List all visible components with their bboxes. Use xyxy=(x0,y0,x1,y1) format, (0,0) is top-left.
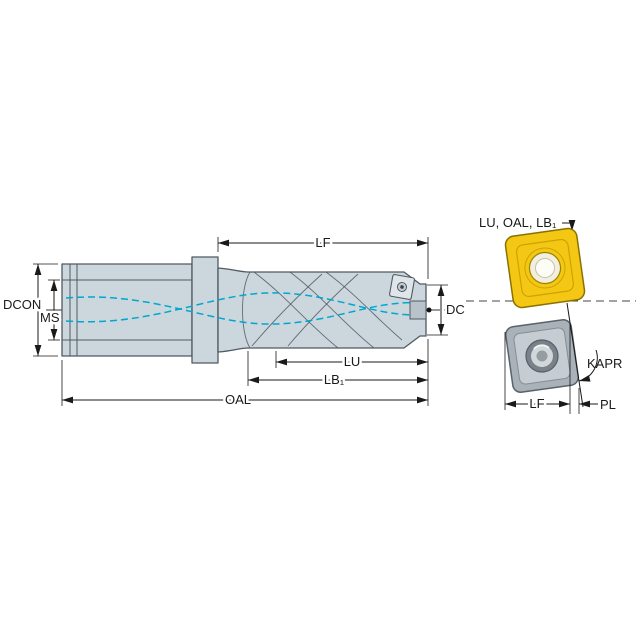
coolant-channels xyxy=(65,292,424,325)
dimension-lf-top: LF xyxy=(217,233,429,279)
insert-dims-note: LU, OAL, LB₁ xyxy=(479,215,557,230)
tip-center-dot xyxy=(426,307,432,313)
dimension-pl: PL xyxy=(578,388,616,414)
dimension-lb1: LB₁ xyxy=(247,351,428,390)
insert-bottom-gray xyxy=(505,319,579,393)
insert-dims-leader xyxy=(562,220,576,231)
kapr-edge-line xyxy=(566,302,584,408)
kapr-label: KAPR xyxy=(587,356,622,371)
dim-label-ms: MS xyxy=(40,310,60,325)
dimension-lu: LU xyxy=(275,339,429,406)
dimension-kapr: KAPR xyxy=(566,302,622,408)
dimension-oal: OAL xyxy=(61,360,428,410)
peripheral-insert-side xyxy=(389,274,415,300)
dim-label-lf: LF xyxy=(315,235,330,250)
dim-label-dcon: DCON xyxy=(3,297,41,312)
central-insert-side xyxy=(409,300,432,320)
flute-lines xyxy=(242,271,403,349)
dim-label-oal: OAL xyxy=(225,392,251,407)
dim-label-dc: DC xyxy=(446,302,465,317)
dim-label-lb1: LB₁ xyxy=(324,372,345,387)
dimension-ms: MS xyxy=(38,279,62,341)
drill-flange xyxy=(191,256,219,364)
dimension-dcon: DCON xyxy=(1,263,58,357)
drill-body xyxy=(217,267,427,353)
dimension-dc: DC xyxy=(427,284,467,336)
insert-detail-panel: LU, OAL, LB₁ KAPR xyxy=(466,215,636,414)
dimension-lf-insert: LF xyxy=(504,324,571,414)
dim-label-lu: LU xyxy=(344,354,361,369)
insert-top-yellow xyxy=(504,227,586,309)
drill-shank xyxy=(61,263,193,357)
insert-lf-label: LF xyxy=(529,396,544,411)
drill-side-view xyxy=(46,256,455,364)
pl-label: PL xyxy=(600,397,616,412)
